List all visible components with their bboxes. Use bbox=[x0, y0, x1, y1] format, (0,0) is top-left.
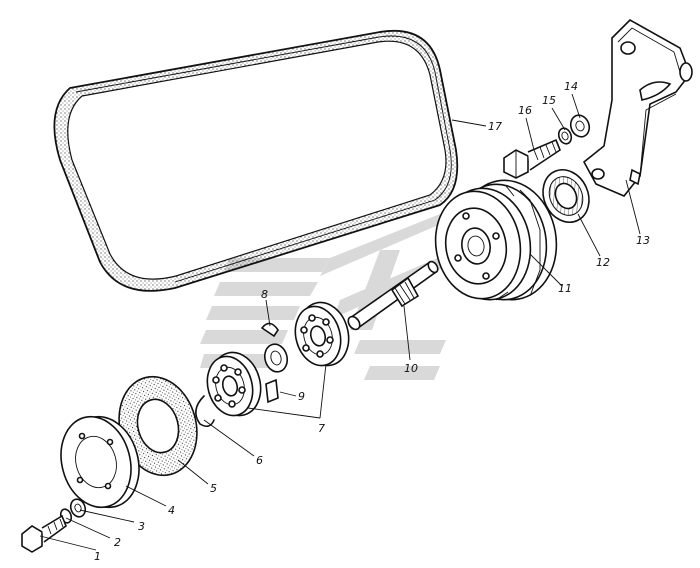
label-part-16: 16 bbox=[518, 104, 532, 117]
bolt-small bbox=[21, 514, 67, 553]
label-part-1: 1 bbox=[94, 550, 101, 563]
label-part-17: 17 bbox=[488, 120, 502, 133]
pulley bbox=[434, 179, 558, 301]
watermark-logo bbox=[200, 210, 470, 380]
label-part-15: 15 bbox=[542, 94, 556, 107]
label-part-13: 13 bbox=[636, 234, 650, 247]
drive-belt bbox=[53, 30, 459, 292]
cover-plate bbox=[60, 415, 140, 509]
drive-shaft bbox=[347, 260, 439, 331]
mounting-bracket bbox=[582, 19, 693, 197]
bolt-large bbox=[503, 138, 561, 179]
label-part-2: 2 bbox=[114, 536, 121, 549]
label-part-7: 7 bbox=[318, 422, 325, 435]
leader-lines bbox=[39, 93, 641, 551]
retaining-ring bbox=[195, 395, 215, 428]
spring-washer-upper bbox=[557, 127, 573, 145]
label-part-14: 14 bbox=[564, 80, 578, 93]
label-part-10: 10 bbox=[404, 362, 418, 375]
ball-bearing-left bbox=[206, 351, 262, 417]
label-part-11: 11 bbox=[558, 282, 572, 295]
part-labels: 1 2 3 4 5 6 7 8 9 10 11 12 13 14 15 16 1… bbox=[94, 80, 650, 563]
ball-bearing-right bbox=[294, 301, 350, 367]
label-part-12: 12 bbox=[596, 256, 610, 269]
label-part-8: 8 bbox=[261, 288, 268, 301]
spacer-bushing bbox=[263, 343, 289, 404]
friction-disc bbox=[118, 375, 198, 477]
flat-washer-lower bbox=[69, 498, 87, 518]
label-part-5: 5 bbox=[210, 482, 217, 495]
label-part-6: 6 bbox=[256, 454, 263, 467]
label-part-3: 3 bbox=[138, 520, 145, 533]
flat-washer-upper bbox=[569, 114, 591, 138]
oil-seal bbox=[542, 169, 590, 223]
woodruff-key bbox=[260, 322, 279, 338]
label-part-9: 9 bbox=[298, 390, 305, 403]
label-part-4: 4 bbox=[168, 504, 175, 517]
